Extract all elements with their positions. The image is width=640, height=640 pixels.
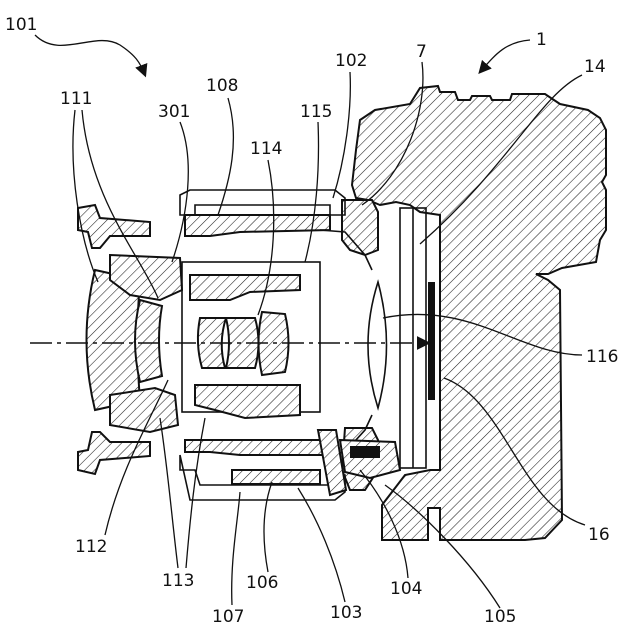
label-108: 108 (206, 76, 238, 96)
actuator-detail (350, 446, 380, 458)
label-106: 106 (246, 573, 278, 593)
label-104: 104 (390, 579, 422, 599)
leader-102 (333, 72, 350, 198)
front-barrel-top (78, 205, 150, 248)
label-115: 115 (300, 102, 332, 122)
image-sensor (428, 282, 435, 400)
leader-107 (232, 492, 240, 605)
inner-holder-upper (190, 275, 300, 300)
label-7: 7 (416, 42, 427, 62)
label-103: 103 (330, 603, 362, 623)
label-1: 1 (536, 30, 547, 50)
leader-115 (305, 122, 318, 262)
leader-108 (218, 98, 233, 215)
label-111: 111 (60, 89, 92, 109)
label-14: 14 (584, 57, 606, 77)
second-lens-element (135, 300, 162, 382)
guide-member (232, 470, 320, 484)
actuator-block (340, 440, 400, 478)
label-113: 113 (162, 571, 194, 591)
label-101: 101 (5, 15, 37, 35)
label-107: 107 (212, 607, 244, 627)
leader-1 (480, 40, 530, 72)
label-301: 301 (158, 102, 190, 122)
focus-holder-lower (110, 388, 178, 432)
front-barrel-bottom (78, 432, 150, 474)
leader-106 (264, 482, 272, 572)
body-mount (342, 200, 378, 255)
label-105: 105 (484, 607, 516, 627)
leader-103 (298, 488, 345, 602)
label-112: 112 (75, 537, 107, 557)
lens-outer-barrel-bottom-inner (185, 440, 330, 455)
lens-outer-barrel-top (180, 190, 345, 215)
leader-113a (160, 418, 178, 568)
label-114: 114 (250, 139, 282, 159)
label-16: 16 (588, 525, 610, 545)
rear-lens-element (368, 282, 387, 408)
inner-holder-lower (195, 385, 300, 418)
label-116: 116 (586, 347, 618, 367)
lens-outer-barrel-top-inner (185, 215, 330, 236)
label-102: 102 (335, 51, 367, 71)
leader-101 (35, 35, 145, 75)
